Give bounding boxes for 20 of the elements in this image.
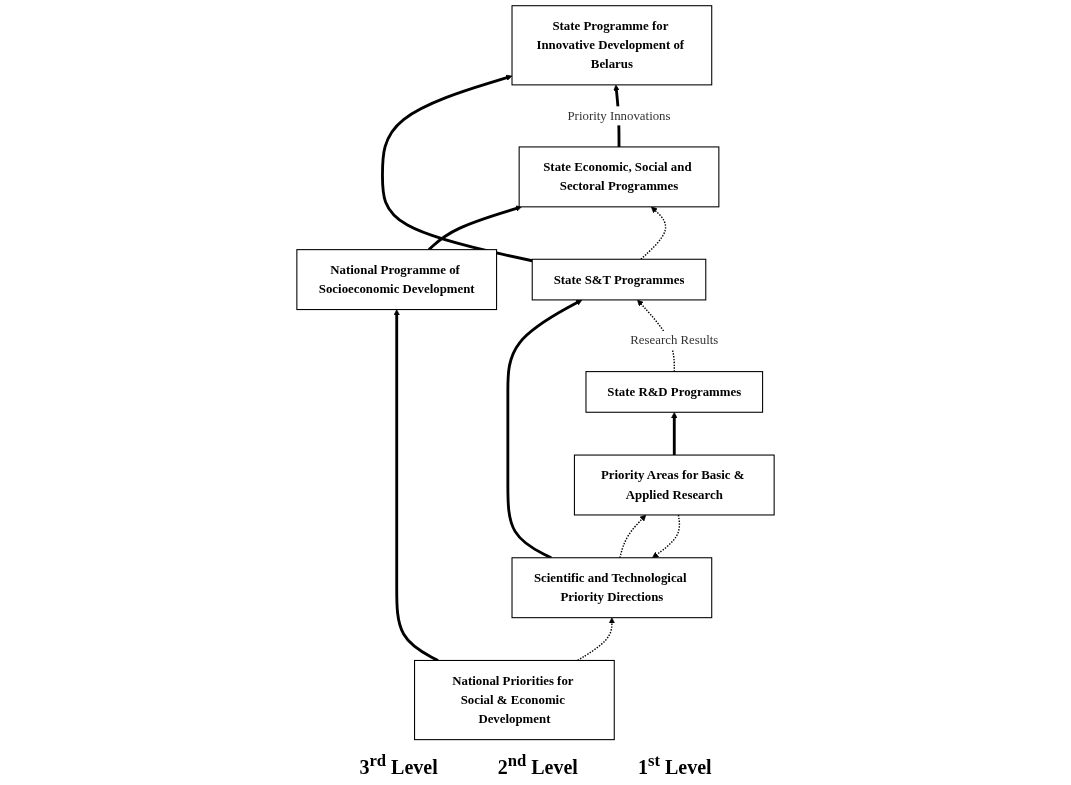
level-label: 2$^{nd}$ Level bbox=[497, 751, 578, 779]
edge-label: Priority Innovations bbox=[567, 108, 671, 123]
node-box: State R&D Programmes bbox=[585, 371, 764, 413]
level-label: 1$^{st}$ Level bbox=[637, 751, 712, 779]
node-box: State Economic, Social and Sectoral Programmes bbox=[518, 146, 720, 208]
arrow bbox=[381, 74, 533, 263]
node-box: Priority Areas for Basic & Applied Research bbox=[573, 454, 775, 516]
node-box: Scientific and Technological Priority Directions bbox=[511, 557, 713, 619]
arrow bbox=[576, 617, 615, 662]
node-box: National Priorities for Social & Economic Development bbox=[414, 659, 615, 741]
arrow bbox=[619, 514, 647, 559]
node-box: National Programme of Socioeconomic Development bbox=[296, 249, 498, 311]
node-box: State S&T Programmes bbox=[531, 258, 707, 301]
arrow bbox=[393, 309, 439, 662]
arrow bbox=[671, 411, 678, 456]
arrow bbox=[428, 205, 522, 251]
level-label: 3$^{rd}$ Level bbox=[359, 751, 438, 779]
arrow bbox=[640, 206, 667, 260]
node-box: State Programme for Innovative Development of Belarus bbox=[511, 5, 713, 86]
edge-label: Research Results bbox=[630, 333, 719, 348]
